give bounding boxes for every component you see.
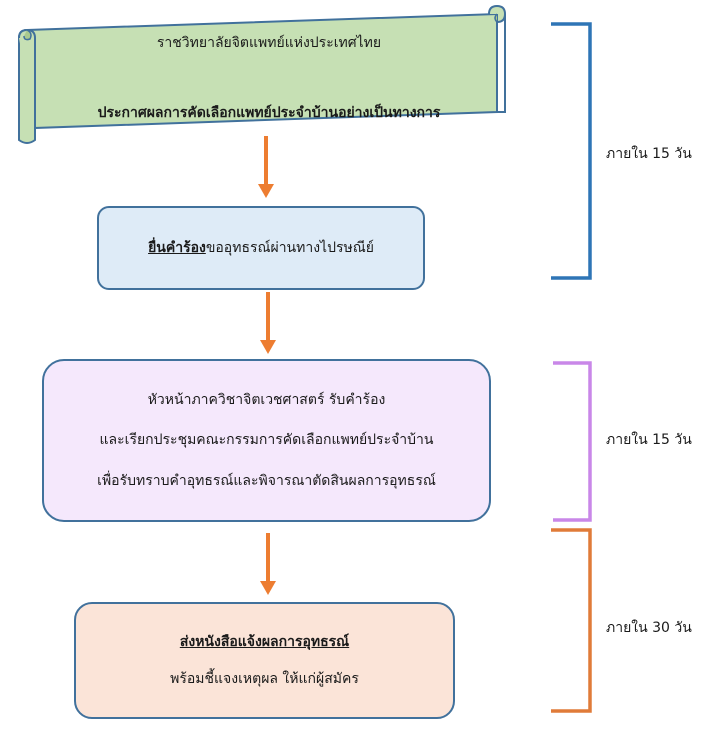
bracket-orange: [551, 528, 592, 713]
review-line-3: เพื่อรับทราบคำอุทธรณ์และพิจารณาตัดสินผลก…: [97, 472, 436, 489]
bracket-purple: [553, 361, 592, 522]
college-name: ราชวิทยาลัยจิตแพทย์แห่งประเทศไทย: [156, 35, 382, 51]
arrow-1: [258, 136, 274, 198]
submit-appeal-emphasis: ยื่นคำร้อง: [148, 239, 206, 256]
header-scroll-shape: [18, 4, 507, 144]
review-line-2: และเรียกประชุมคณะกรรมการคัดเลือกแพทย์ประ…: [99, 432, 434, 449]
submit-appeal-rest: ขออุทธรณ์ผ่านทางไปรษณีย์: [205, 239, 374, 256]
bracket-blue: [551, 22, 592, 280]
committee-review-box: หัวหน้าภาควิชาจิตเวชศาสตร์ รับคำร้อง และ…: [42, 359, 491, 522]
submit-appeal-text: ยื่นคำร้องขออุทธรณ์ผ่านทางไปรษณีย์: [148, 239, 374, 257]
notify-title: ส่งหนังสือแจ้งผลการอุทธรณ์: [179, 634, 350, 651]
review-line-1: หัวหน้าภาควิชาจิตเวชศาสตร์ รับคำร้อง: [147, 392, 386, 409]
submit-appeal-box: ยื่นคำร้องขออุทธรณ์ผ่านทางไปรษณีย์: [97, 206, 425, 290]
notify-result-box: ส่งหนังสือแจ้งผลการอุทธรณ์ พร้อมชี้แจงเห…: [74, 602, 455, 719]
time-label-15-days-second: ภายใน 15 วัน: [606, 432, 692, 448]
notify-subtitle: พร้อมชี้แจงเหตุผล ให้แก่ผู้สมัคร: [170, 670, 359, 687]
time-label-15-days-first: ภายใน 15 วัน: [606, 146, 692, 162]
arrow-3: [260, 533, 276, 595]
header-scroll: ราชวิทยาลัยจิตแพทย์แห่งประเทศไทย ประกาศผ…: [36, 30, 502, 126]
announcement-title: ประกาศผลการคัดเลือกแพทย์ประจำบ้านอย่างเป…: [97, 105, 441, 121]
time-label-30-days: ภายใน 30 วัน: [606, 620, 692, 636]
arrow-2: [260, 292, 276, 354]
